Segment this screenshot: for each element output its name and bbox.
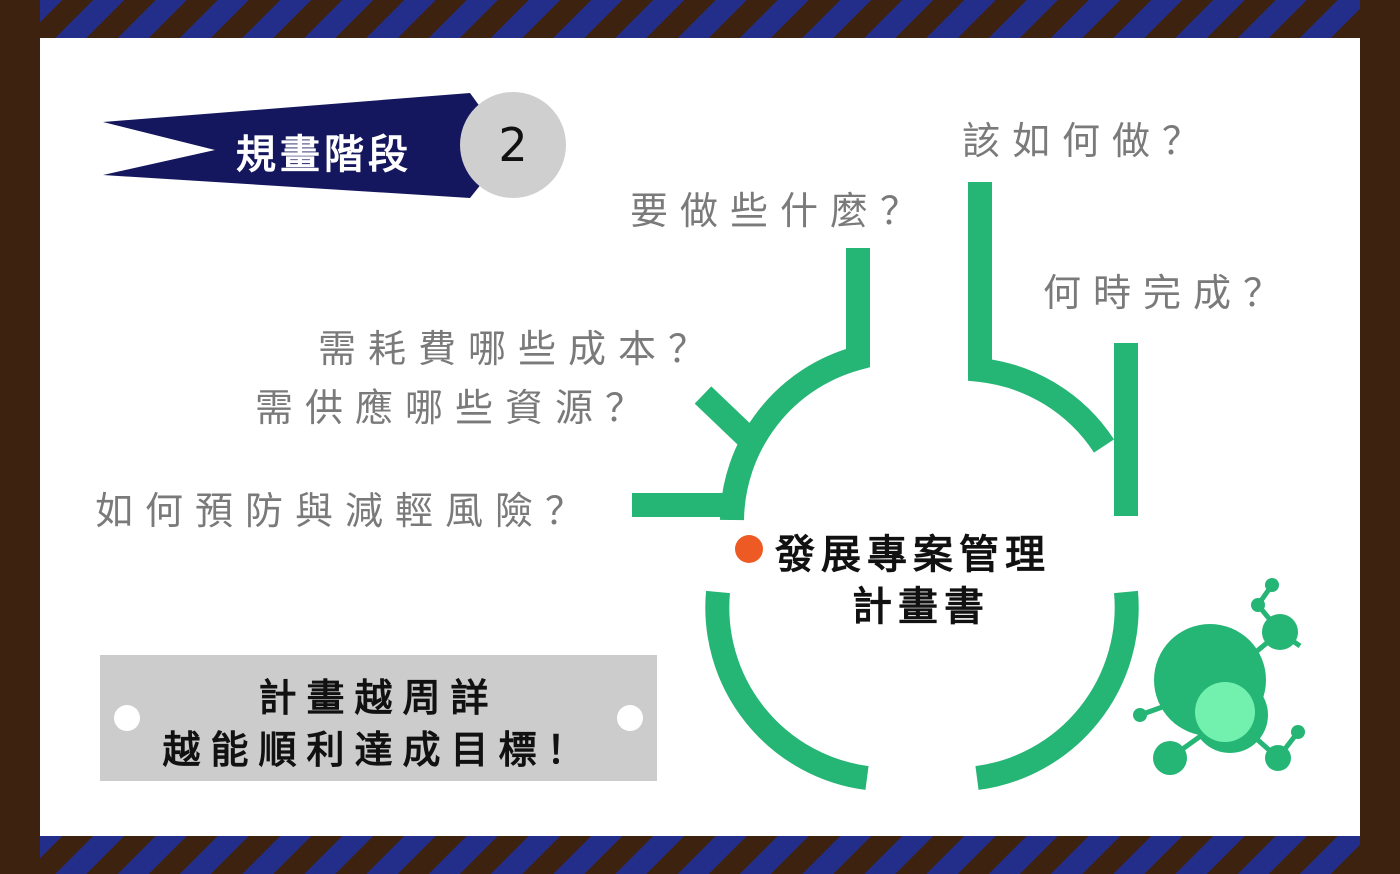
question-how: 該如何做？	[962, 119, 1213, 163]
center-subtitle: 計畫書	[852, 584, 990, 630]
stage-number: 2	[498, 118, 528, 172]
plate-line-2: 越能順利達成目標！	[162, 728, 595, 772]
right-border	[1360, 0, 1400, 874]
plate-line-1: 計畫越周詳	[258, 676, 499, 720]
plate-hole-right	[617, 705, 643, 731]
top-stripe-border	[0, 0, 1400, 38]
stage-pennant	[103, 93, 510, 198]
branch-resources	[694, 386, 757, 447]
flask-bottom-left	[705, 590, 869, 790]
orange-dot	[735, 535, 763, 563]
question-resources: 需供應哪些資源？	[255, 386, 656, 430]
stage-label: 規畫階段	[236, 132, 412, 178]
branch-what	[720, 248, 870, 521]
question-when: 何時完成？	[1043, 271, 1294, 315]
branch-how	[968, 182, 1115, 453]
flask-lines	[632, 182, 1139, 790]
stage-number-circle	[460, 92, 566, 198]
summary-plate: 計畫越周詳 越能順利達成目標！	[100, 655, 657, 781]
plate-hole-left	[114, 705, 140, 731]
question-what: 要做些什麼？	[630, 189, 931, 233]
question-risk: 如何預防與減輕風險？	[95, 489, 596, 533]
left-border	[0, 0, 40, 874]
flask-bottom-right	[975, 590, 1139, 790]
bottom-stripe-border	[0, 836, 1400, 874]
center-title: 發展專案管理	[775, 532, 1051, 578]
molecule-icon	[1133, 578, 1305, 775]
question-cost: 需耗費哪些成本？	[318, 327, 719, 371]
